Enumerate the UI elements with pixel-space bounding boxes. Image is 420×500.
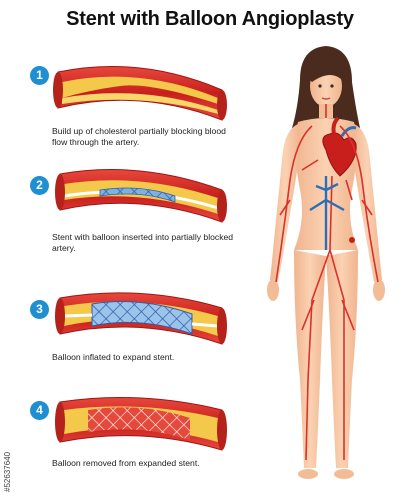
- artery-step-4: [55, 397, 227, 451]
- step-1-badge: 1: [30, 66, 49, 85]
- step-3-caption: Balloon inflated to expand stent.: [52, 352, 175, 362]
- step-4-badge: 4: [30, 401, 49, 420]
- step-2-caption: Stent with balloon inserted into partial…: [52, 232, 234, 253]
- artery-step-3: [55, 292, 227, 345]
- step-4-caption: Balloon removed from expanded stent.: [52, 458, 200, 468]
- stock-id-text: #52637640: [3, 451, 12, 492]
- step-1-caption: Build up of cholesterol partially blocki…: [52, 126, 226, 147]
- page-title: Stent with Balloon Angioplasty: [66, 8, 354, 30]
- artery-step-2: [55, 169, 227, 223]
- step-3-badge: 3: [30, 300, 49, 319]
- artery-step-1: [53, 65, 227, 121]
- human-figure: [267, 46, 385, 479]
- step-2-badge: 2: [30, 176, 49, 195]
- stock-id-label: #52637640: [3, 392, 15, 492]
